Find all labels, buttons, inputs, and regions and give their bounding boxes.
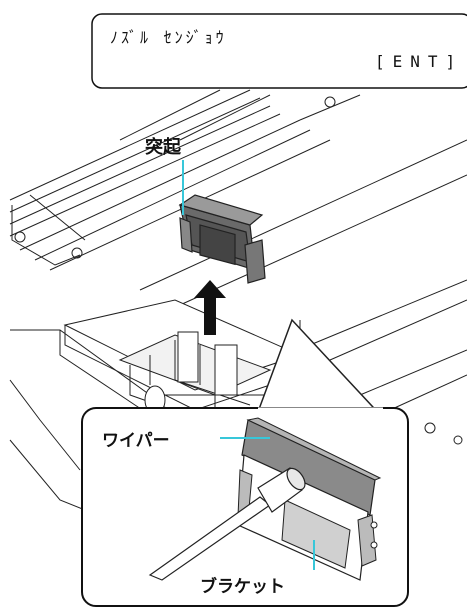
label-wiper: ワイパー [102,431,170,451]
zoom-pointer [253,318,387,421]
label-bracket: ブラケット [200,577,285,597]
cleaning-stick [148,467,306,581]
magnified-view [81,407,409,607]
printer-carriage-base [9,89,467,511]
lcd-line-1: ﾉｽﾞﾙ ｾﾝｼﾞｮｳ [110,28,227,47]
wiper-unit-lifted [178,194,266,284]
lcd-panel [91,13,467,89]
lcd-line-2: [ENT] [375,52,464,71]
lift-up-arrow [194,280,226,335]
label-protrusion: 突起 [145,137,181,158]
